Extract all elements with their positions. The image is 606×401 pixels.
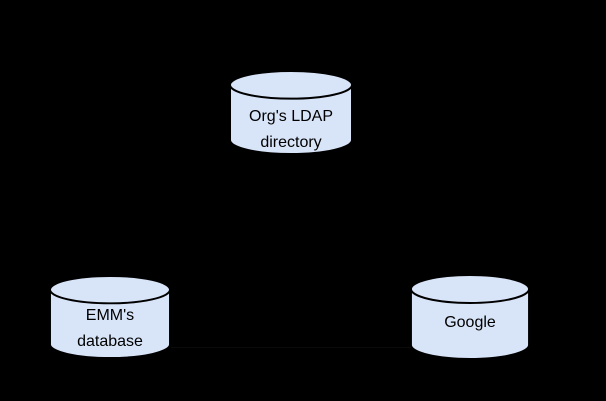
cylinder-body (410, 274, 530, 360)
cylinder-top-rim (229, 84, 353, 100)
node-label: EMM's database (49, 303, 171, 355)
node-label-line2: directory (260, 134, 322, 151)
node-label-line1: Google (444, 314, 496, 331)
database-cylinder-icon (229, 70, 353, 155)
node-label-line1: Org's LDAP (249, 108, 333, 125)
emm-database-node: EMM's database (49, 275, 171, 359)
org-ldap-directory-node: Org's LDAP directory (229, 70, 353, 155)
cylinder-top-rim (49, 289, 171, 305)
google-node: Google (410, 274, 530, 360)
node-label: Google (410, 310, 530, 336)
cylinder-body (229, 70, 353, 155)
node-label-line2: database (77, 333, 143, 350)
cylinder-top-rim (410, 288, 530, 304)
database-cylinder-icon (49, 275, 171, 359)
emm-google-connector-line (171, 347, 411, 348)
node-label-line1: EMM's (85, 307, 135, 324)
cylinder-body (49, 275, 171, 359)
database-cylinder-icon (410, 274, 530, 360)
node-label: Org's LDAP directory (229, 104, 353, 156)
